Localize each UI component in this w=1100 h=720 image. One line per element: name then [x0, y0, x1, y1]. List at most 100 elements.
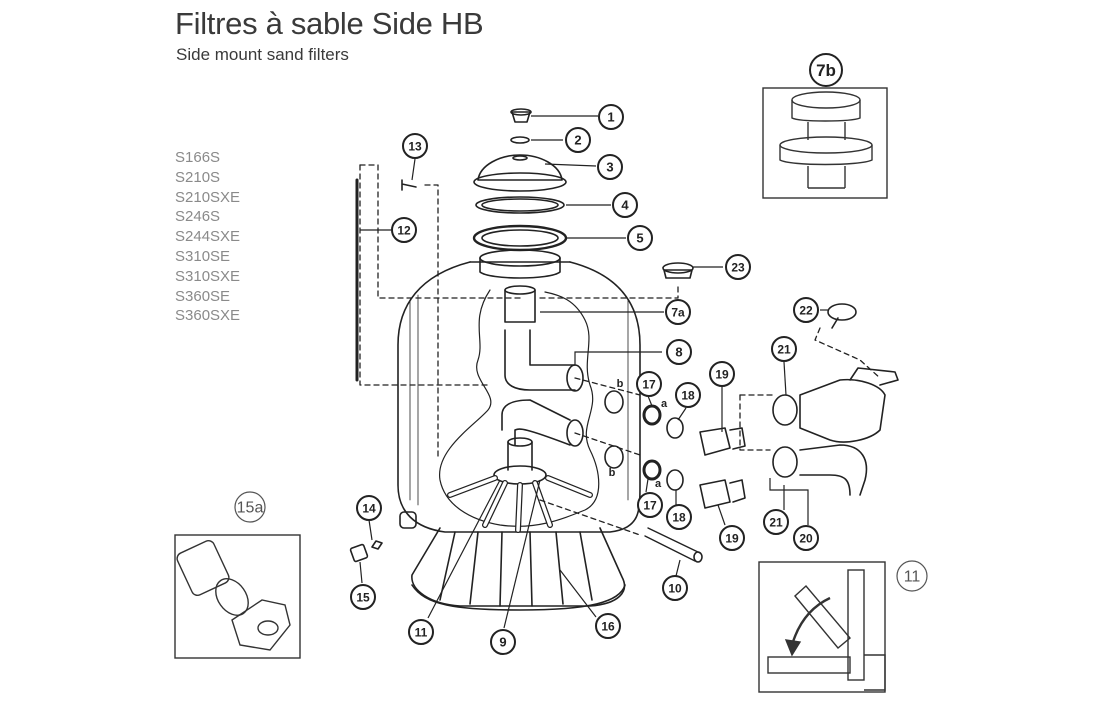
callout-circle	[408, 619, 434, 645]
screw	[401, 179, 417, 191]
pedestal-rib	[555, 531, 564, 605]
inset-callout-circle	[896, 560, 928, 592]
callout-circle	[597, 154, 623, 180]
tank-neck	[479, 257, 561, 279]
callout-circle	[565, 127, 591, 153]
callout-label: 5	[636, 231, 643, 246]
leader-line	[677, 407, 687, 421]
valve-union-bottom	[772, 446, 798, 478]
callout-circle	[637, 492, 663, 518]
callout-label: 22	[799, 304, 813, 318]
pedestal-rib	[469, 531, 479, 605]
upper-elbow-pipe	[504, 329, 576, 391]
inset-7b	[762, 87, 888, 199]
callout-circle	[725, 254, 751, 280]
guide-line	[539, 499, 641, 536]
callout-label: 4	[621, 198, 629, 213]
model-item: S310SE	[175, 247, 231, 265]
callout-label: 17	[642, 378, 656, 392]
spare-lateral	[644, 527, 701, 562]
inset-7b-part	[779, 100, 873, 189]
callout-circle	[350, 584, 376, 610]
leader-line	[647, 395, 653, 407]
callout-circle	[675, 382, 701, 408]
inset-11-arrowhead	[784, 639, 802, 657]
callout-circle	[666, 504, 692, 530]
inset-15a-drain-cap	[231, 599, 291, 651]
callout-label: 20	[799, 532, 813, 546]
assembly-guides	[359, 164, 881, 536]
callout-label: 23	[731, 261, 745, 275]
model-item: S210SXE	[175, 188, 241, 206]
leader-line	[368, 519, 373, 541]
filter-lid-dome	[477, 154, 563, 181]
pedestal-rib	[439, 531, 456, 601]
guide-line	[814, 327, 881, 379]
callout-label: 21	[769, 516, 783, 530]
inset-11-lateral-vertical	[847, 569, 865, 681]
inset-15a-threaded-plug	[176, 539, 230, 597]
model-item: S246S	[175, 208, 221, 226]
lid-knob	[511, 111, 531, 123]
leader-line	[675, 559, 681, 577]
callout-circle	[612, 192, 638, 218]
pedestal-ring	[411, 584, 626, 611]
callout-label: 15	[356, 591, 370, 605]
oring-side-label: b	[617, 378, 624, 390]
valve-outlet-pipe	[799, 444, 868, 496]
union-fitting-bottom	[699, 479, 746, 509]
lid-clamp-ring-inner	[481, 229, 559, 247]
o-ring-18-top	[666, 417, 684, 439]
oring-side-label: b	[609, 467, 616, 479]
callout-label: 2	[574, 133, 581, 148]
callout-label: 18	[672, 511, 686, 525]
callout-circle	[598, 104, 624, 130]
callout-circle	[793, 525, 819, 551]
inset-7b-part	[791, 91, 861, 109]
lid-gasket	[475, 196, 565, 214]
plug-cap	[663, 269, 693, 279]
callout-label: 10	[668, 582, 682, 596]
callout-group: 12345237a8131222211918171718192120141510…	[234, 53, 928, 655]
model-item: S244SXE	[175, 228, 241, 246]
leader-line	[411, 158, 416, 181]
callout-circle	[595, 613, 621, 639]
callout-circle	[356, 495, 382, 521]
leader-line	[559, 569, 597, 618]
lid-gasket-inner	[481, 198, 559, 212]
inset-15a	[174, 534, 301, 659]
o-ring-17b-top	[604, 390, 624, 414]
diffuser-top	[504, 285, 536, 295]
guide-line	[739, 394, 771, 451]
callout-circle	[636, 371, 662, 397]
model-list: S166S S210S S210SXE S246S S244SXE S310SE…	[175, 148, 240, 326]
lower-pipe-end	[566, 419, 584, 447]
guide-line	[359, 164, 491, 386]
callout-circle	[709, 361, 735, 387]
drain-plug	[349, 543, 369, 563]
gauge-stem	[831, 317, 839, 329]
callout-label: 11	[415, 626, 428, 640]
lid-knob-top	[510, 108, 532, 116]
model-item: S360SXE	[175, 307, 241, 325]
callout-label: 14	[362, 502, 376, 516]
o-ring-17a-bottom	[642, 459, 662, 481]
guide-line	[359, 164, 521, 299]
leader-line	[717, 504, 726, 526]
page-subtitle: Side mount sand filters	[176, 45, 349, 64]
inset-15a-drain-cap-hole	[257, 620, 279, 636]
oring-side-label: a	[655, 478, 662, 490]
guide-line	[574, 432, 641, 456]
callout-circle	[793, 297, 819, 323]
callout-label: 3	[606, 160, 613, 175]
callout-label: 17	[643, 499, 657, 513]
tank-neck-top	[479, 249, 561, 267]
inset-11	[758, 561, 886, 693]
model-item: S210S	[175, 168, 221, 186]
model-item: S310SXE	[175, 267, 241, 285]
inset-callout-label: 15a	[237, 500, 264, 517]
inset-7b-part	[779, 136, 873, 154]
inset-15a-o-ring	[215, 578, 249, 616]
guide-line	[539, 284, 679, 299]
